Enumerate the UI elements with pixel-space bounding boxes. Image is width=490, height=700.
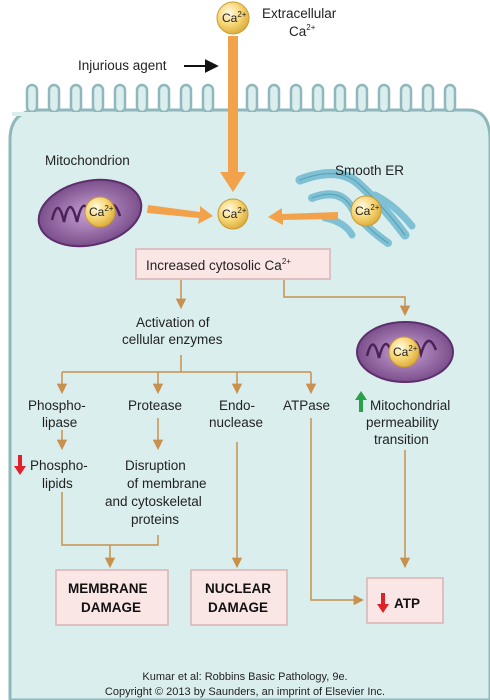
phospholipase-label-2: lipase	[42, 415, 77, 430]
release-arrows	[147, 205, 338, 225]
mitochondrion-label: Mitochondrion	[45, 153, 130, 168]
disruption-label-3: and cytoskeletal	[105, 494, 202, 509]
mitochondrion-top: Ca2+	[37, 178, 143, 248]
svg-text:Ca2+: Ca2+	[89, 204, 114, 219]
calcium-ion-icon	[217, 198, 249, 230]
disruption-label-1: Disruption	[125, 458, 186, 473]
down-arrow-icon	[377, 593, 389, 613]
flow-lines	[56, 280, 411, 606]
svg-text:DAMAGE: DAMAGE	[208, 600, 268, 615]
svg-text:Ca2+: Ca2+	[222, 206, 247, 221]
svg-text:Ca2+: Ca2+	[393, 344, 418, 359]
endonuclease-label-1: Endo-	[219, 398, 255, 413]
credit-line-1: Kumar et al: Robbins Basic Pathology, 9e…	[142, 671, 348, 683]
mito-perm-label-2: permeability	[366, 415, 439, 430]
injurious-agent-label: Injurious agent	[78, 58, 167, 73]
svg-text:Ca2+: Ca2+	[222, 10, 247, 25]
activation-label-1: Activation of	[136, 315, 210, 330]
phospholipids-label-1: Phospho-	[30, 458, 88, 473]
endonuclease-label-2: nuclease	[209, 415, 263, 430]
svg-text:MEMBRANE: MEMBRANE	[68, 581, 148, 596]
increased-cytosolic-box: Increased cytosolic Ca2+	[135, 248, 331, 280]
svg-text:DAMAGE: DAMAGE	[81, 600, 141, 615]
phospholipids-label-2: lipids	[42, 476, 73, 491]
credit-line-2: Copyright © 2013 by Saunders, an imprint…	[104, 686, 386, 698]
cytosolic-calcium: Ca2+	[217, 198, 249, 230]
membrane-damage-box: MEMBRANE DAMAGE	[55, 569, 169, 626]
disruption-label-2: of membrane	[127, 476, 207, 491]
up-arrow-icon	[355, 391, 367, 412]
phospholipase-label-1: Phospho-	[28, 398, 86, 413]
calcium-ion-icon	[388, 336, 420, 368]
mito-perm-label-1: Mitochondrial	[370, 398, 450, 413]
calcium-influx-arrow	[220, 36, 246, 192]
atpase-label: ATPase	[283, 398, 330, 413]
down-arrow-icon	[14, 455, 26, 475]
calcium-ion-icon	[350, 195, 382, 227]
nuclear-damage-box: NUCLEAR DAMAGE	[190, 569, 288, 626]
smooth-er-label: Smooth ER	[335, 163, 404, 178]
calcium-ion-icon	[216, 1, 250, 35]
extracellular-calcium: Ca2+	[216, 1, 250, 35]
activation-label-2: cellular enzymes	[122, 332, 223, 347]
disruption-label-4: proteins	[131, 512, 179, 527]
svg-text:ATP: ATP	[394, 596, 420, 611]
mitochondrion-right: Ca2+	[356, 321, 454, 383]
svg-text:NUCLEAR: NUCLEAR	[205, 581, 271, 596]
microvilli	[25, 83, 457, 114]
extracellular-label: Extracellular	[262, 6, 337, 21]
svg-text:Increased cytosolic Ca2+: Increased cytosolic Ca2+	[146, 257, 291, 273]
svg-text:Ca2+: Ca2+	[355, 203, 380, 218]
protease-label: Protease	[128, 398, 182, 413]
cell	[8, 83, 490, 700]
mito-perm-label-3: transition	[374, 432, 429, 447]
atp-box: ATP	[366, 577, 444, 624]
extracellular-ca-label: Ca2+	[289, 23, 316, 39]
calcium-ion-icon	[84, 196, 116, 228]
